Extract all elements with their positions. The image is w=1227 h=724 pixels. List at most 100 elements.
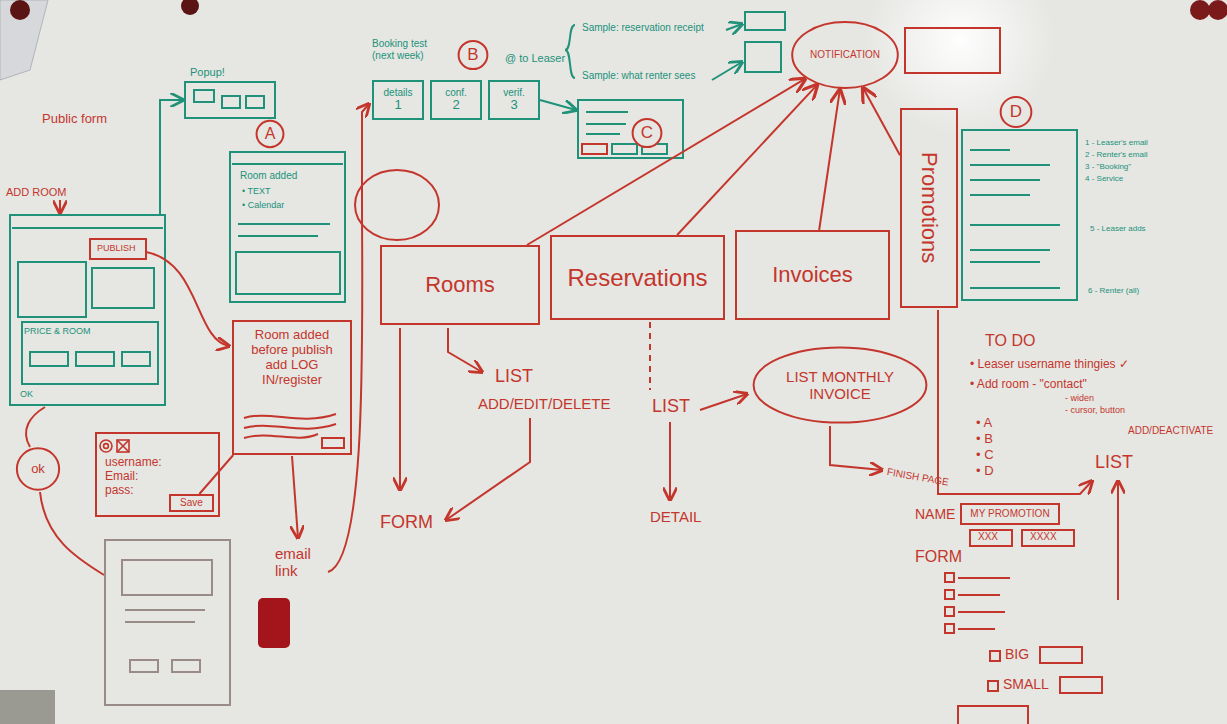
email-item: 4 - Service	[1085, 174, 1123, 183]
step-label: ADD/EDIT/DELETE	[478, 395, 611, 412]
promotion-form	[988, 681, 998, 691]
notification-panel	[905, 28, 1000, 73]
section-letter: B	[458, 40, 488, 70]
node-text: 3	[510, 98, 517, 113]
public-form-wireframe	[122, 352, 150, 366]
connector	[199, 455, 233, 494]
room-added-wireframe	[238, 235, 318, 237]
magnets	[181, 0, 199, 15]
email-item: 6 - Renter (all)	[1088, 286, 1139, 295]
login-icons	[117, 440, 129, 452]
screen-scribbles	[244, 414, 336, 419]
field-value: XXX	[978, 531, 998, 543]
booking-wireframe	[586, 111, 628, 113]
module-box: Rooms	[380, 245, 540, 325]
node-text: MY PROMOTION	[970, 508, 1049, 520]
email-wireframe	[970, 149, 1010, 151]
public-form-wireframe	[22, 322, 158, 384]
module-flow	[448, 328, 482, 372]
popup-wireframe	[185, 82, 275, 118]
option-label: BIG	[1005, 646, 1029, 662]
screen-label: Room added	[240, 170, 297, 182]
step-label: FINISH PAGE	[886, 466, 950, 488]
screen-box: Room added before publish add LOG IN/reg…	[232, 320, 352, 455]
booking-wireframe	[565, 25, 575, 78]
publish-button	[90, 239, 146, 259]
promotion-form	[1040, 647, 1082, 663]
flow-lines	[26, 407, 104, 575]
node-text: verif.	[503, 87, 525, 99]
booking-wireframe	[726, 24, 742, 30]
calendar-wireframe	[105, 540, 230, 705]
connector	[819, 90, 840, 230]
screen-scribbles	[322, 438, 344, 448]
node-text: Invoices	[772, 262, 853, 287]
notification-panel	[905, 28, 1000, 73]
node-text: Promotions	[916, 152, 941, 263]
calendar-wireframe	[172, 660, 200, 672]
email-item: 1 - Leaser's email	[1085, 138, 1148, 147]
calendar-wireframe	[125, 609, 205, 611]
step-label: ADD/DEACTIVATE	[1128, 425, 1213, 437]
section-label: PRICE & ROOM	[24, 326, 91, 336]
node-text: username:	[105, 456, 162, 470]
promotion-form	[970, 530, 1012, 546]
screen-scribbles	[328, 104, 369, 572]
node-text: ok	[31, 462, 45, 477]
screen-scribbles	[244, 434, 318, 438]
section-letter: A	[256, 120, 284, 148]
public-form-wireframe	[160, 100, 183, 214]
promotion-form	[1060, 677, 1102, 693]
email-wireframe	[970, 287, 1060, 289]
public-form-wireframe	[76, 352, 114, 366]
node-text: Email:	[105, 470, 138, 484]
booking-wireframe	[540, 100, 576, 110]
note-label: ADD ROOM	[6, 186, 67, 199]
connector	[677, 85, 817, 235]
popup-wireframe	[194, 90, 214, 102]
booking-wireframe	[745, 42, 781, 72]
todo-item: • Add room - "contact"	[970, 378, 1087, 392]
public-form-wireframe	[18, 262, 86, 317]
module-box: Promotions	[900, 108, 958, 308]
node-text: D	[1010, 102, 1022, 122]
public-form-wireframe	[92, 268, 154, 308]
node-text: NOTIFICATION	[810, 49, 880, 61]
module-flow	[400, 310, 1118, 600]
todo-item: • C	[976, 448, 994, 463]
public-form-wireframe	[12, 227, 163, 229]
node-text: Rooms	[425, 272, 495, 297]
login-icons	[100, 440, 129, 452]
connector	[863, 88, 900, 155]
magnets	[0, 690, 55, 724]
step-tab: conf.2	[430, 80, 482, 120]
outline-shape	[257, 121, 284, 147]
field-label: NAME	[915, 506, 955, 522]
step-label: LIST	[652, 396, 690, 417]
login-popup: username:Email:pass:Save	[95, 432, 220, 517]
room-added-wireframe	[230, 152, 345, 302]
promotion-form	[945, 624, 954, 633]
promotion-form	[945, 530, 1102, 724]
node-text: 2	[452, 98, 459, 113]
magnets	[1208, 0, 1227, 20]
button-label: PUBLISH	[97, 243, 136, 253]
booking-wireframe	[612, 144, 637, 154]
step-label: LIST	[1095, 452, 1133, 473]
promotion-form	[945, 607, 954, 616]
note-label: Public form	[42, 112, 107, 127]
public-form-wireframe	[59, 200, 61, 213]
email-wireframe	[962, 130, 1077, 300]
todo-item: • A	[976, 416, 992, 431]
todo-item: - cursor, button	[1065, 405, 1125, 415]
node-text: B	[467, 45, 478, 65]
login-icons	[100, 440, 112, 452]
save-button: Save	[169, 494, 214, 512]
login-icons	[117, 440, 129, 452]
promotion-form	[958, 628, 995, 630]
note-label: @ to Leaser	[505, 52, 565, 65]
module-flow	[830, 426, 882, 470]
todo-item: • D	[976, 464, 994, 479]
step-label: DETAIL	[650, 508, 701, 525]
